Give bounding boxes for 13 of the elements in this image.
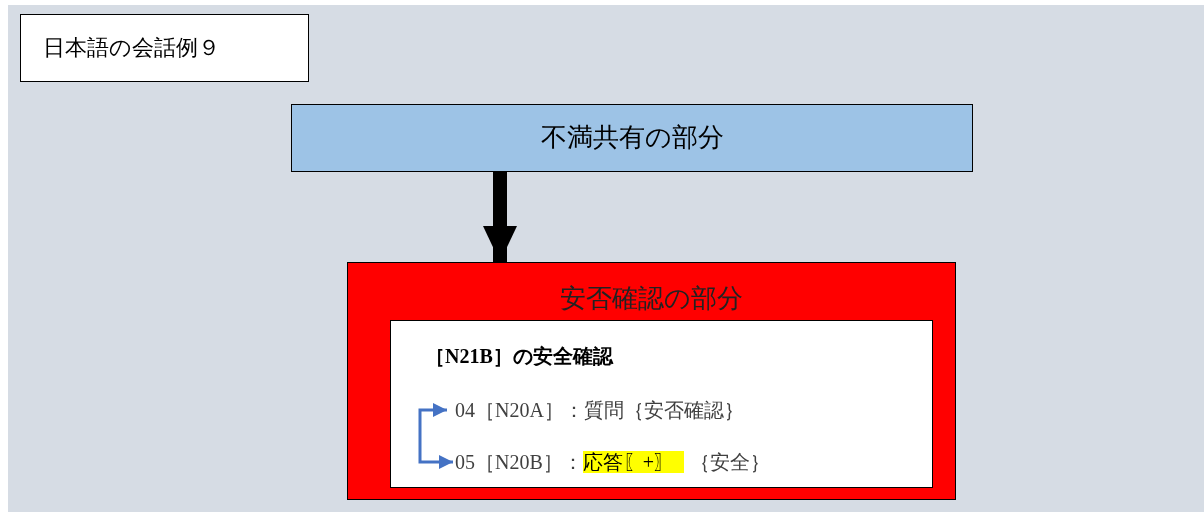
content-box [390,320,933,488]
box-heading: ［N21B］の安全確認 [425,344,613,369]
utterance-text: 05［N20B］： [455,451,583,473]
utterance-text: 04［N20A］：質問｛安否確認｝ [455,399,744,421]
highlighted-text: 応答〖+〗 [582,451,685,473]
arrow [483,172,517,262]
section-box [347,262,956,500]
utterance-text: ｛安全｝ [690,451,771,473]
section-title: 不満共有の部分 [539,122,725,154]
title-box: 日本語の会話例９ [20,14,309,82]
section-box [291,104,973,172]
section-title: 安否確認の部分 [559,283,744,315]
arrow [418,403,453,469]
